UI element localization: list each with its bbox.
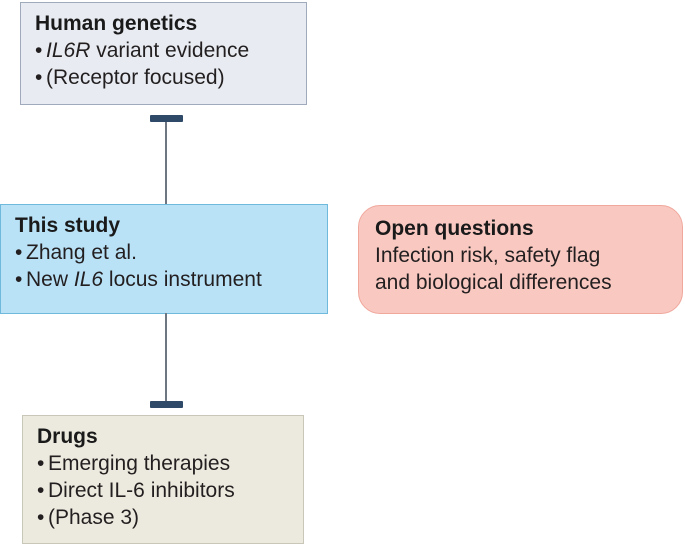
bullet-icon: • xyxy=(37,479,45,502)
connector-this-study-to-drugs-cap-icon xyxy=(150,401,183,408)
connector-human-genetics-to-this-study-cap-icon xyxy=(150,115,183,122)
connector-this-study-to-drugs-line xyxy=(165,313,167,403)
box-drugs-item-1: • Direct IL-6 inhibitors xyxy=(37,477,289,504)
bullet-icon: • xyxy=(15,268,23,291)
box-this-study-item-0: • Zhang et al. xyxy=(15,239,313,266)
box-open-questions-line-0: Infection risk, safety flag xyxy=(375,244,601,267)
connector-human-genetics-to-this-study-line xyxy=(165,120,167,205)
box-drugs-item-2-text: (Phase 3) xyxy=(48,506,140,529)
box-human-genetics-item-0-text: IL6R variant evidence xyxy=(46,37,249,64)
box-this-study-title: This study xyxy=(15,214,121,237)
box-drugs: Drugs • Emerging therapies • Direct IL-6… xyxy=(22,415,304,544)
bullet-icon: • xyxy=(15,241,23,264)
bullet-icon: • xyxy=(35,66,43,89)
box-this-study: This study • Zhang et al. • New IL6 locu… xyxy=(0,204,328,314)
box-open-questions: Open questions Infection risk, safety fl… xyxy=(358,205,683,314)
box-human-genetics-title: Human genetics xyxy=(35,12,198,35)
box-this-study-item-0-text: Zhang et al. xyxy=(26,241,137,264)
box-human-genetics-item-1: • (Receptor focused) xyxy=(35,64,292,91)
gene-name-il6r: IL6R xyxy=(46,39,91,62)
box-human-genetics-item-1-text: (Receptor focused) xyxy=(46,66,225,89)
gene-name-il6: IL6 xyxy=(73,268,104,291)
bullet-icon: • xyxy=(37,452,45,475)
box-drugs-title: Drugs xyxy=(37,425,98,448)
box-this-study-item-1-rest: locus instrument xyxy=(103,268,262,291)
box-open-questions-title: Open questions xyxy=(375,217,534,240)
box-this-study-item-1-pre: New xyxy=(26,268,74,291)
box-drugs-item-0: • Emerging therapies xyxy=(37,450,289,477)
box-human-genetics: Human genetics • IL6R variant evidence •… xyxy=(20,2,307,105)
box-open-questions-line-1: and biological differences xyxy=(375,271,612,294)
box-this-study-item-1: • New IL6 locus instrument xyxy=(15,266,313,293)
box-human-genetics-item-0: • IL6R variant evidence xyxy=(35,37,292,64)
box-this-study-item-1-text: New IL6 locus instrument xyxy=(26,266,262,293)
bullet-icon: • xyxy=(35,39,43,62)
box-drugs-item-1-text: Direct IL-6 inhibitors xyxy=(48,479,235,502)
box-human-genetics-item-0-rest: variant evidence xyxy=(90,39,250,62)
box-drugs-item-0-text: Emerging therapies xyxy=(48,452,231,475)
box-drugs-item-2: • (Phase 3) xyxy=(37,504,289,531)
bullet-icon: • xyxy=(37,506,45,529)
